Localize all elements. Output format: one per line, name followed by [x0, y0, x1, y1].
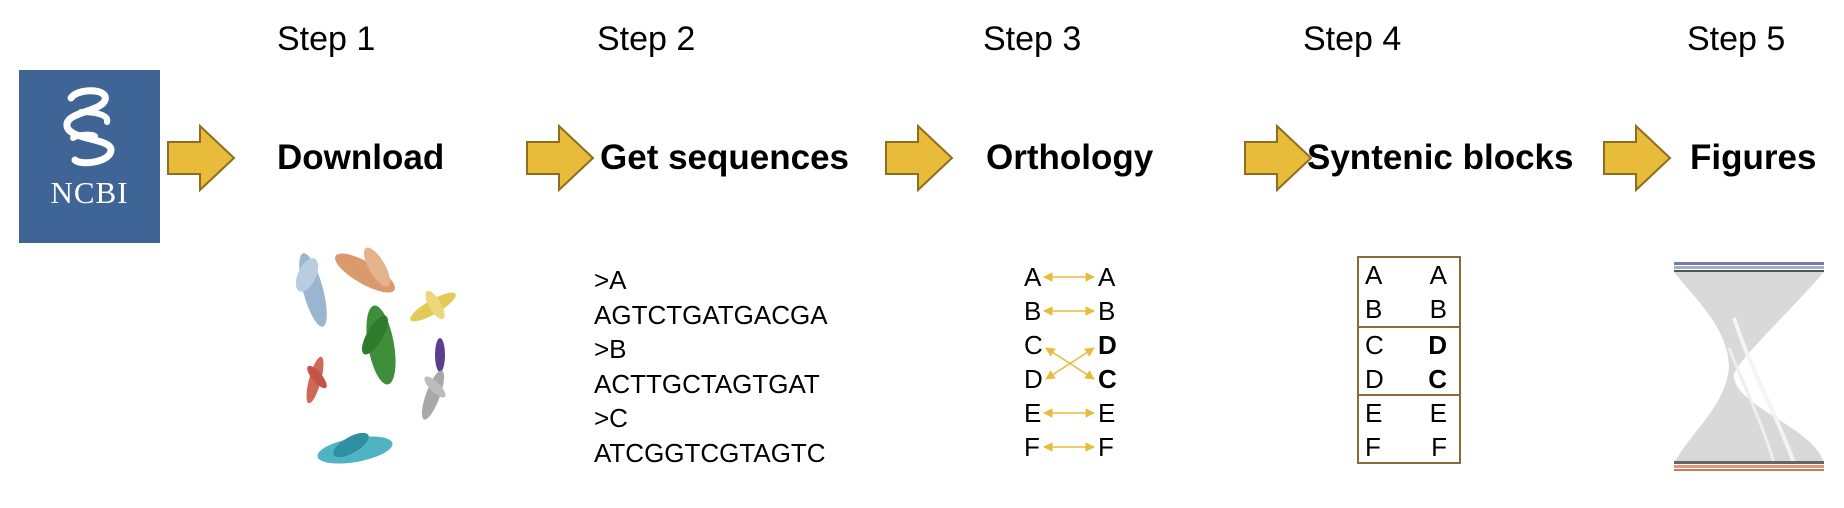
- step-5-title: Figures: [1690, 138, 1817, 177]
- ortholog-left-label: D: [1024, 364, 1043, 394]
- ncbi-logo: NCBI: [19, 70, 160, 243]
- sequence-line: >B: [594, 334, 627, 365]
- step-3-title: Orthology: [986, 138, 1154, 177]
- chromosome-icon: [306, 356, 327, 404]
- block-right-label: C: [1428, 364, 1447, 394]
- block-left-label: F: [1365, 432, 1381, 462]
- arrow-right-icon: [885, 124, 954, 192]
- syntenic-block: A A B B: [1359, 258, 1459, 326]
- step-2-label: Step 2: [597, 20, 696, 58]
- block-right-label: B: [1429, 294, 1447, 324]
- ortholog-left-label: F: [1024, 432, 1040, 462]
- chromosome-icon: [362, 305, 396, 385]
- block-left-label: D: [1365, 364, 1384, 394]
- step-4-title: Syntenic blocks: [1307, 138, 1574, 177]
- block-right-label: D: [1428, 330, 1447, 360]
- block-right-label: E: [1429, 398, 1447, 428]
- step-1-label: Step 1: [277, 20, 376, 58]
- block-row: D C: [1359, 362, 1459, 396]
- arrow-right-icon: [1244, 124, 1313, 192]
- ortholog-left-label: C: [1024, 330, 1043, 360]
- syntenic-blocks-table: A A B B C D D C E E F F: [1357, 256, 1461, 464]
- ortholog-right-label: A: [1098, 262, 1116, 292]
- step-3-label: Step 3: [983, 20, 1082, 58]
- chromosome-icon: [335, 247, 395, 293]
- block-right-label: A: [1429, 260, 1447, 290]
- sequence-line: ACTTGCTAGTGAT: [594, 368, 820, 399]
- sequence-line: >A: [594, 265, 627, 295]
- synteny-figure-image: [1674, 262, 1824, 471]
- helix-icon: [63, 87, 115, 167]
- ortholog-left-label: E: [1024, 398, 1041, 428]
- step-5-label: Step 5: [1687, 20, 1786, 58]
- chromosome-icon: [410, 290, 456, 322]
- ortholog-right-label: C: [1098, 364, 1117, 394]
- chromosome-icon: [317, 432, 393, 464]
- block-left-label: E: [1365, 398, 1383, 428]
- chromosome-icon: [421, 370, 446, 420]
- ortholog-left-label: A: [1024, 262, 1042, 292]
- genome-track-bottom: [1674, 461, 1824, 464]
- syntenic-block: E E F F: [1359, 394, 1459, 462]
- arrow-right-icon: [167, 124, 236, 192]
- block-left-label: C: [1365, 330, 1384, 360]
- chromosome-icon: [295, 253, 327, 327]
- genome-track-top: [1674, 262, 1824, 265]
- ncbi-logo-text: NCBI: [50, 175, 129, 210]
- sequence-line: >C: [594, 403, 628, 434]
- block-row: E E: [1359, 396, 1459, 430]
- step-2-title: Get sequences: [600, 138, 849, 177]
- arrow-right-icon: [526, 124, 595, 192]
- block-row: F F: [1359, 430, 1459, 464]
- syntenic-block: C D D C: [1359, 326, 1459, 394]
- step-1-title: Download: [277, 138, 445, 177]
- arrow-right-icon: [1603, 124, 1672, 192]
- ortholog-link: [1045, 347, 1095, 380]
- block-right-label: F: [1431, 432, 1447, 462]
- sequence-line: ATCGGTCGTAGTC: [594, 437, 826, 468]
- chromosome-icon: [435, 338, 445, 372]
- block-row: A A: [1359, 258, 1459, 292]
- step-4-label: Step 4: [1303, 20, 1402, 58]
- ortholog-right-label: E: [1098, 398, 1115, 428]
- ortholog-right-label: B: [1098, 296, 1115, 326]
- block-row: C D: [1359, 328, 1459, 362]
- ortholog-left-label: B: [1024, 296, 1041, 326]
- block-left-label: B: [1365, 294, 1383, 324]
- orthology-diagram: A B C D E F A B D C E F: [1024, 262, 1117, 462]
- ortholog-right-label: D: [1098, 330, 1117, 360]
- ortholog-right-label: F: [1098, 432, 1114, 462]
- block-row: B B: [1359, 292, 1459, 326]
- sequence-list: >A AGTCTGATGACGA >B ACTTGCTAGTGAT >C ATC…: [594, 263, 828, 471]
- chromosomes-image: [295, 247, 456, 464]
- block-left-label: A: [1365, 260, 1383, 290]
- sequence-line: AGTCTGATGACGA: [594, 299, 828, 330]
